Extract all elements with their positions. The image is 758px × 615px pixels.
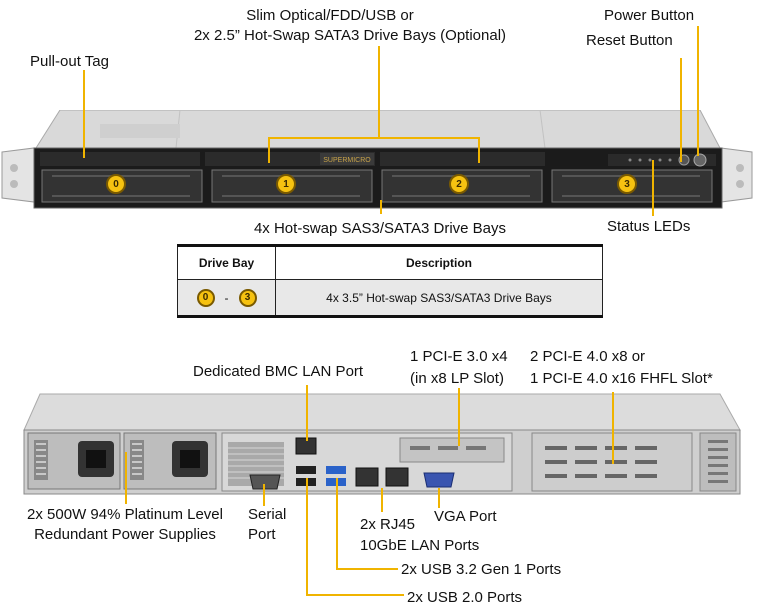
drive-bay-table: Drive Bay Description 0-3 4x 3.5” Hot-sw… bbox=[177, 244, 603, 318]
front-chassis-image: SUPERMICRO bbox=[1, 110, 753, 209]
table-header-description: Description bbox=[275, 245, 603, 280]
callout-power-button bbox=[697, 26, 699, 156]
callout-slim-optical-bar bbox=[268, 137, 480, 139]
label-rj45-line2: 10GbE LAN Ports bbox=[360, 537, 480, 554]
label-pcie40-line1: 2 PCI-E 4.0 x8 or bbox=[530, 348, 646, 365]
label-drive-bays: 4x Hot-swap SAS3/SATA3 Drive Bays bbox=[253, 220, 507, 237]
label-rj45-line1: 2x RJ45 bbox=[360, 516, 416, 533]
callout-reset-button bbox=[680, 58, 682, 162]
callout-slim-optical-right bbox=[478, 137, 480, 163]
bay-2-badge: 2 bbox=[449, 174, 469, 194]
table-cell-bay-range: 0-3 bbox=[177, 279, 276, 317]
callout-serial bbox=[263, 484, 265, 506]
callout-usb20-bar bbox=[306, 594, 404, 596]
label-power-button: Power Button bbox=[604, 7, 695, 24]
table-row: 0-3 4x 3.5” Hot-swap SAS3/SATA3 Drive Ba… bbox=[177, 279, 603, 317]
label-slim-optical-line1: Slim Optical/FDD/USB or bbox=[246, 7, 414, 24]
bay-range-dash: - bbox=[224, 290, 229, 305]
rear-chassis-image bbox=[23, 393, 741, 495]
callout-rj45 bbox=[381, 488, 383, 512]
label-usb32: 2x USB 3.2 Gen 1 Ports bbox=[401, 561, 562, 578]
callout-pcie30 bbox=[458, 388, 460, 446]
table-header-drive-bay: Drive Bay bbox=[177, 245, 276, 280]
callout-usb20-stem bbox=[306, 478, 308, 596]
label-status-leds: Status LEDs bbox=[607, 218, 691, 235]
label-psu-line2: Redundant Power Supplies bbox=[34, 526, 216, 543]
bay-range-start-badge: 0 bbox=[196, 288, 215, 307]
label-serial-line1: Serial bbox=[248, 506, 287, 523]
callout-slim-optical-left bbox=[268, 137, 270, 163]
callout-drive-bays bbox=[380, 200, 382, 214]
callout-pcie40 bbox=[612, 392, 614, 464]
label-reset-button: Reset Button bbox=[586, 32, 673, 49]
callout-status-leds bbox=[652, 160, 654, 216]
label-vga: VGA Port bbox=[434, 508, 497, 525]
bay-0-badge: 0 bbox=[106, 174, 126, 194]
label-pullout-tag: Pull-out Tag bbox=[30, 53, 109, 70]
callout-usb32-bar bbox=[336, 568, 398, 570]
label-pcie30-line1: 1 PCI-E 3.0 x4 bbox=[410, 348, 508, 365]
label-serial-line2: Port bbox=[248, 526, 276, 543]
bay-1-badge: 1 bbox=[276, 174, 296, 194]
label-pcie40-line2: 1 PCI-E 4.0 x16 FHFL Slot* bbox=[530, 370, 713, 387]
bay-3-badge: 3 bbox=[617, 174, 637, 194]
label-slim-optical-line2: 2x 2.5” Hot-Swap SATA3 Drive Bays (Optio… bbox=[193, 27, 507, 44]
label-psu-line1: 2x 500W 94% Platinum Level bbox=[27, 506, 223, 523]
callout-slim-optical-stem bbox=[378, 46, 380, 138]
table-cell-description: 4x 3.5” Hot-swap SAS3/SATA3 Drive Bays bbox=[275, 279, 603, 317]
label-bmc-lan: Dedicated BMC LAN Port bbox=[193, 363, 364, 380]
bay-range-end-badge: 3 bbox=[238, 288, 257, 307]
callout-psu bbox=[125, 452, 127, 504]
callout-bmc-lan-stem bbox=[306, 385, 308, 441]
label-pcie30-line2: (in x8 LP Slot) bbox=[410, 370, 504, 387]
callout-usb32-stem bbox=[336, 478, 338, 570]
brand-logo: SUPERMICRO bbox=[323, 157, 371, 164]
callout-pullout-tag bbox=[83, 70, 85, 158]
label-usb20: 2x USB 2.0 Ports bbox=[407, 589, 523, 606]
callout-vga bbox=[438, 488, 440, 508]
